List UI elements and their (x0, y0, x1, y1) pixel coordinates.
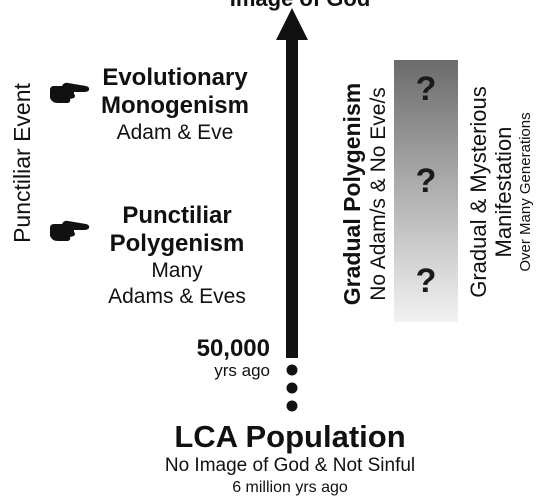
lca-block: LCA Population No Image of God & Not Sin… (100, 420, 480, 498)
punctiliar-polygenism-subtitle-2: Adams & Eves (108, 285, 246, 308)
top-label: Image of God (190, 0, 410, 12)
gradual-polygenism-title: Gradual Polygenism (339, 82, 365, 306)
punctiliar-polygenism-title-1: Punctiliar (122, 202, 232, 229)
time-marker-value: 50,000 (196, 335, 270, 362)
lca-subtitle: No Image of God & Not Sinful (164, 455, 416, 476)
gradual-mysterious-line3: Over Many Generations (517, 112, 534, 272)
gradual-polygenism: Gradual Polygenism No Adam/s & No Eve/s (338, 64, 398, 324)
punctiliar-polygenism-subtitle-1: Many (151, 259, 203, 282)
evolutionary-monogenism-title-2: Monogenism (101, 92, 249, 119)
lca-title: LCA Population (174, 419, 406, 454)
question-mark-middle: ? (415, 162, 437, 200)
time-marker: 50,000 yrs ago (170, 336, 270, 380)
gradual-polygenism-subtitle: No Adam/s & No Eve/s (367, 87, 390, 301)
gradual-mysterious-line2: Manifestation (491, 126, 516, 258)
question-mark-bottom: ? (415, 262, 437, 300)
evolutionary-monogenism: Evolutionary Monogenism Adam & Eve (90, 64, 260, 146)
pointing-hand-icon (50, 220, 90, 241)
evolutionary-monogenism-title-1: Evolutionary (102, 64, 248, 91)
gradual-mysterious-manifestation: Gradual & Mysterious Manifestation Over … (466, 62, 542, 322)
evolutionary-monogenism-subtitle: Adam & Eve (116, 121, 234, 144)
punctiliar-polygenism-title-2: Polygenism (109, 230, 245, 257)
punctiliar-event-label: Punctiliar Event (9, 83, 35, 243)
time-marker-unit: yrs ago (214, 361, 270, 380)
pointing-hand-icon (50, 82, 90, 103)
lca-time: 6 million yrs ago (232, 479, 348, 496)
question-mark-top: ? (415, 70, 437, 108)
punctiliar-polygenism: Punctiliar Polygenism Many Adams & Eves (92, 202, 262, 310)
timeline-arrow (276, 8, 308, 412)
gradual-mysterious-line1: Gradual & Mysterious (466, 86, 491, 298)
gradient-bar (394, 60, 458, 322)
